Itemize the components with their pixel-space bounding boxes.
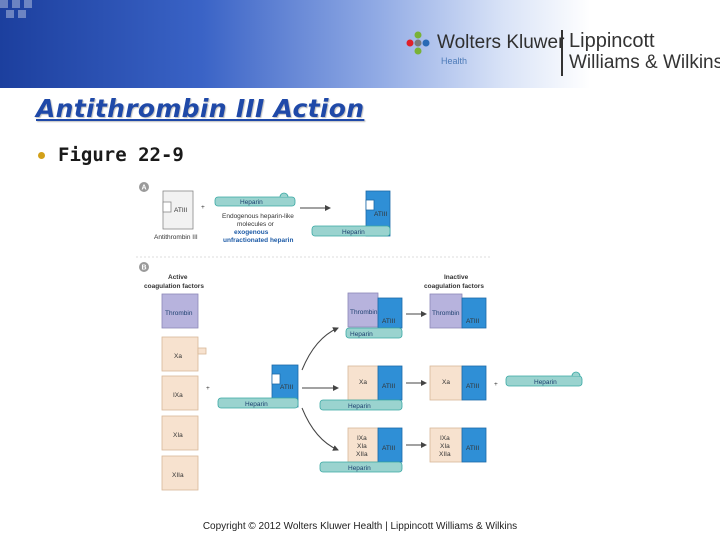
factor-xa-text: Xa (174, 353, 182, 360)
complex-mid-atiii (377, 365, 403, 401)
inactive-bot-f3: XIIa (439, 451, 451, 458)
panel-b-badge (139, 262, 149, 272)
heparin-note-3: exogenous (234, 229, 269, 236)
copyright-footer: Copyright © 2012 Wolters Kluwer Health |… (202, 521, 518, 532)
complex-a-heparin-text: Heparin (342, 229, 365, 236)
antithrombin-notch (162, 201, 172, 213)
bullet-dot (38, 152, 45, 159)
inactive-bot-f1: IXa (440, 435, 450, 442)
inactive-bot-atiii (461, 427, 487, 463)
released-heparin-text: Heparin (534, 379, 557, 386)
complex-mid-heparin (319, 399, 403, 411)
complex-top-atiii (377, 297, 403, 329)
active-title-2: coagulation factors (144, 283, 204, 290)
complex-bot-heparin-text: Heparin (348, 465, 371, 472)
bullet-text: Figure 22-9 (58, 144, 184, 166)
inactive-mid-factor-text: Xa (442, 379, 450, 386)
inactive-mid-atiii-text: ATIII (466, 383, 479, 390)
panel-b-letter: B (141, 265, 146, 272)
complex-mid-heparin-text: Heparin (348, 403, 371, 410)
wolters-kluwer-logo-icon (406, 31, 430, 55)
complex-top-heparin-text: Heparin (350, 331, 373, 338)
panel-a-letter: A (141, 185, 146, 192)
complex-mid-factor (347, 365, 379, 401)
complex-bot-atiii-text: ATIII (382, 445, 395, 452)
factor-xiia (161, 455, 199, 491)
inactive-top-factor-text: Thrombin (432, 310, 460, 317)
mid-heparin-text: Heparin (245, 401, 268, 408)
complex-bot-f1: IXa (357, 435, 367, 442)
complex-bot-f2: XIa (357, 443, 367, 450)
header-banner (0, 0, 720, 88)
panel-b-plus: + (206, 385, 210, 392)
complex-top-atiii-text: ATIII (382, 318, 395, 325)
factor-xiia-text: XIIa (172, 472, 184, 479)
mid-atiii-text: ATIII (280, 384, 293, 391)
inactive-mid-atiii (461, 365, 487, 401)
complex-mid-atiii-text: ATIII (382, 383, 395, 390)
heparin-chain-bump (279, 192, 289, 198)
factor-xia (161, 415, 199, 451)
factor-ixa-text: IXa (173, 392, 183, 399)
logo-divider (561, 30, 563, 76)
complex-bot-heparin (319, 461, 403, 473)
factor-thrombin (161, 293, 199, 329)
factor-xa-tab (197, 347, 207, 355)
wolters-kluwer-health: Health (441, 56, 468, 66)
active-title-1: Active (168, 274, 188, 281)
panel-a-badge (139, 182, 149, 192)
heparin-chain-label: Heparin (240, 199, 263, 206)
slide-title: Antithrombin III Action (36, 94, 365, 123)
complex-top-heparin (345, 327, 403, 339)
inactive-mid-factor (429, 365, 463, 401)
inactive-top-atiii-text: ATIII (466, 318, 479, 325)
heparin-chain (214, 196, 296, 207)
williams-wilkins-name: Williams & Wilkins (569, 52, 720, 73)
antithrombin-figure: A ATIII Antithrombin III + Heparin Endog… (136, 182, 583, 491)
antithrombin-label: Antithrombin III (154, 234, 198, 241)
released-heparin-bump (571, 371, 581, 377)
heparin-note-2: molecules or (237, 221, 275, 228)
factor-thrombin-text: Thrombin (165, 310, 193, 317)
inactive-bot-atiii-text: ATIII (466, 445, 479, 452)
factor-ixa (161, 375, 199, 411)
lippincott-name: Lippincott (569, 30, 655, 52)
complex-a-heparin (311, 225, 391, 237)
complex-mid-factor-text: Xa (359, 379, 367, 386)
heparin-note-4: unfractionated heparin (223, 237, 293, 244)
arrow-to-bot (301, 407, 339, 451)
heparin-note-1: Endogenous heparin-like (222, 213, 294, 220)
factor-xia-text: XIa (173, 432, 183, 439)
arrow-to-top (301, 327, 339, 371)
complex-bot-f3: XIIa (356, 451, 368, 458)
released-heparin (505, 375, 583, 387)
panel-a-plus: + (201, 204, 205, 211)
inactive-title-2: coagulation factors (424, 283, 484, 290)
complex-top-factor (347, 292, 379, 328)
inactive-title-1: Inactive (444, 274, 469, 281)
mid-atiii-notch (271, 373, 281, 385)
antithrombin-atiii-text: ATIII (174, 207, 187, 214)
release-plus: + (494, 381, 498, 388)
inactive-bot-f2: XIa (440, 443, 450, 450)
banner-pattern (0, 0, 60, 18)
complex-top-factor-text: Thrombin (350, 309, 378, 316)
complex-a-atiii-text: ATIII (374, 211, 387, 218)
complex-bot-atiii (377, 427, 403, 463)
inactive-top-atiii (461, 297, 487, 329)
mid-heparin (217, 397, 299, 409)
wolters-kluwer-name: Wolters Kluwer (437, 32, 565, 53)
complex-a-atiii-notch (365, 199, 375, 211)
